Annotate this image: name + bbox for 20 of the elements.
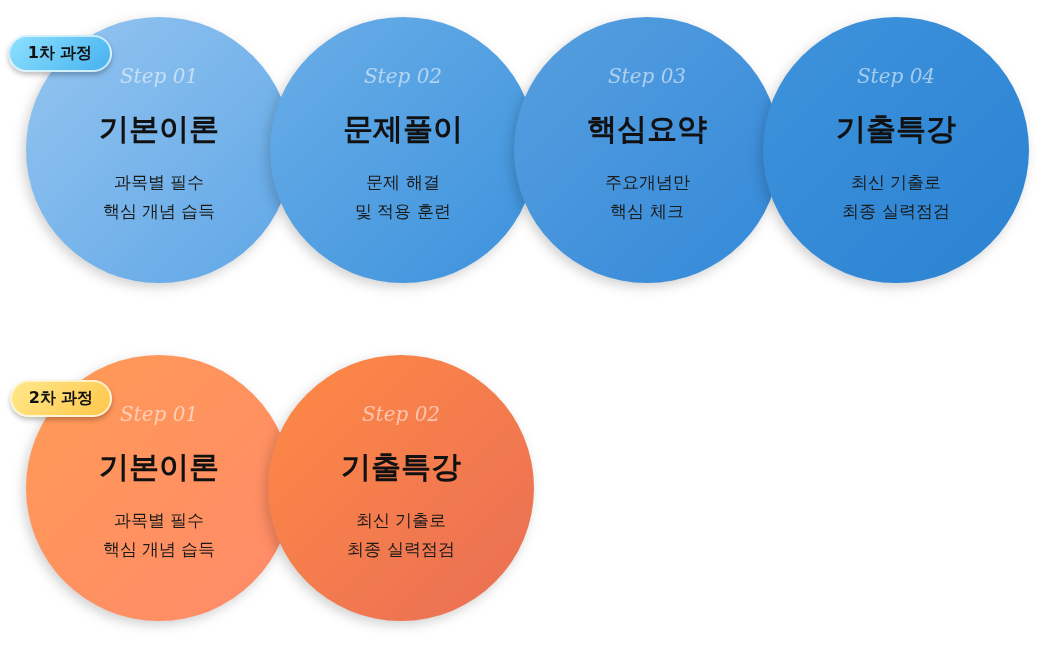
step-label: Step 01	[118, 64, 200, 88]
step-description: 과목별 필수 핵심 개념 습득	[101, 171, 217, 223]
step-description: 문제 해결 및 적용 훈련	[354, 171, 452, 223]
step-title: 기출특강	[340, 448, 462, 486]
step-title: 기출특강	[835, 110, 957, 148]
step-description: 최신 기출로 최종 실력점검	[346, 509, 456, 561]
step-description: 주요개념만 핵심 체크	[603, 171, 691, 223]
step-description: 과목별 필수 핵심 개념 습득	[101, 509, 217, 561]
step-label: Step 03	[606, 64, 688, 88]
step-label: Step 02	[360, 402, 442, 426]
step-title: 문제풀이	[342, 110, 464, 148]
step-title: 핵심요약	[586, 110, 708, 148]
step-label: Step 01	[118, 402, 200, 426]
step-title: 기본이론	[98, 110, 220, 148]
course-badge: 2차 과정	[10, 380, 112, 417]
step-title: 기본이론	[98, 448, 220, 486]
step-label: Step 02	[362, 64, 444, 88]
step-description: 최신 기출로 최종 실력점검	[841, 171, 951, 223]
step-label: Step 04	[855, 64, 937, 88]
course-badge: 1차 과정	[8, 35, 112, 72]
